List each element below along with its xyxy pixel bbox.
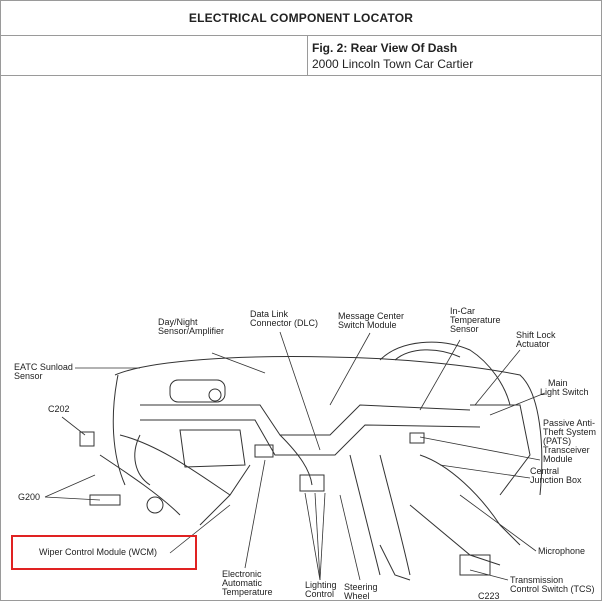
dash-top-outline bbox=[114, 356, 543, 496]
label-wcm: Wiper Control Module (WCM) bbox=[39, 547, 157, 557]
label-c202: C202 bbox=[48, 404, 70, 414]
lamp-socket bbox=[146, 496, 164, 514]
right-bracket bbox=[470, 404, 531, 496]
right-harness bbox=[419, 454, 521, 546]
label-cjb-1: Central bbox=[530, 466, 559, 476]
label-lighting-1: Lighting bbox=[305, 580, 337, 590]
label-steering-2: Wheel bbox=[344, 591, 370, 599]
figure-subtitle: 2000 Lincoln Town Car Cartier bbox=[312, 57, 474, 71]
leader-eatc bbox=[244, 459, 266, 569]
leader-lighting-a bbox=[304, 492, 321, 581]
label-pats-2: Theft System bbox=[543, 427, 596, 437]
leader-microphone bbox=[459, 494, 537, 552]
label-tcs-1: Transmission bbox=[510, 575, 563, 585]
air-duct bbox=[169, 379, 226, 403]
label-main-light-2: Light Switch bbox=[540, 387, 589, 397]
label-microphone: Microphone bbox=[538, 546, 585, 556]
dash-diagram-svg: EATC Sunload Sensor Day/Night Sensor/Amp… bbox=[14, 306, 596, 601]
label-message-center-1: Message Center bbox=[338, 311, 404, 321]
label-pats-5: Module bbox=[543, 454, 573, 464]
label-day-night-1: Day/Night bbox=[158, 317, 198, 327]
c223-lead bbox=[379, 544, 411, 581]
label-pats-4: Transceiver bbox=[543, 445, 590, 455]
leader-lighting-c bbox=[319, 492, 326, 581]
leader-main-light bbox=[489, 392, 546, 416]
harness-wcm bbox=[199, 464, 251, 526]
leader-c202 bbox=[61, 416, 86, 436]
label-eatc-2: Automatic bbox=[222, 578, 263, 588]
c202-connector bbox=[79, 431, 95, 447]
label-eatc-sunload-2: Sensor bbox=[14, 371, 43, 381]
dash-crossbar bbox=[140, 404, 471, 436]
leader-pats bbox=[419, 436, 541, 461]
leader-g200-b bbox=[44, 496, 101, 501]
label-lighting-2: Control bbox=[305, 589, 334, 599]
leader-dlc bbox=[279, 331, 321, 451]
label-shift-lock-2: Actuator bbox=[516, 339, 550, 349]
leader-steering bbox=[339, 494, 361, 581]
hood-inner bbox=[394, 349, 461, 361]
figure-title: Fig. 2: Rear View Of Dash bbox=[312, 41, 458, 55]
leader-g200-a bbox=[44, 474, 96, 498]
label-in-car-3: Sensor bbox=[450, 324, 479, 334]
label-c223: C223 bbox=[478, 591, 500, 599]
page-header: ELECTRICAL COMPONENT LOCATOR bbox=[1, 1, 601, 36]
tcs-switch bbox=[459, 554, 491, 576]
harness-left bbox=[119, 434, 231, 496]
leader-wcm bbox=[169, 504, 231, 554]
label-main-light-1: Main bbox=[548, 378, 568, 388]
label-pats-3: (PATS) bbox=[543, 436, 571, 446]
caption-empty-cell bbox=[1, 36, 308, 75]
label-g200: G200 bbox=[18, 492, 40, 502]
eatc-module bbox=[254, 444, 274, 458]
leader-day-night bbox=[211, 352, 266, 374]
label-eatc-3: Temperature bbox=[222, 587, 273, 597]
leader-in-car bbox=[419, 339, 461, 411]
wcm-highlight-box bbox=[11, 535, 197, 570]
instrument-hood bbox=[379, 341, 511, 406]
g200-ground bbox=[89, 494, 121, 506]
column-right bbox=[379, 454, 411, 576]
label-in-car-2: Temperature bbox=[450, 315, 501, 325]
left-bracket bbox=[134, 434, 151, 486]
figure-caption-row: Fig. 2: Rear View Of Dash 2000 Lincoln T… bbox=[1, 36, 601, 76]
label-message-center-2: Switch Module bbox=[338, 320, 397, 330]
leader-message-center bbox=[329, 332, 371, 406]
column-left bbox=[349, 454, 381, 576]
label-dlc-2: Connector (DLC) bbox=[250, 318, 318, 328]
leader-shift-lock bbox=[474, 349, 521, 406]
heater-box bbox=[179, 429, 246, 468]
header-title: ELECTRICAL COMPONENT LOCATOR bbox=[188, 11, 414, 25]
label-day-night-2: Sensor/Amplifier bbox=[158, 326, 224, 336]
lighting-control-box bbox=[299, 474, 325, 492]
label-eatc-1: Electronic bbox=[222, 569, 262, 579]
dash-diagram: EATC Sunload Sensor Day/Night Sensor/Amp… bbox=[0, 75, 600, 601]
leader-cjb bbox=[439, 464, 531, 479]
lower-harness bbox=[409, 504, 501, 566]
label-pats-1: Passive Anti- bbox=[543, 418, 595, 428]
label-steering-1: Steering bbox=[344, 582, 378, 592]
harness-g200 bbox=[99, 454, 181, 516]
duct-knob bbox=[208, 388, 222, 402]
dash-left-edge bbox=[112, 374, 126, 486]
dash-crossbar-lower bbox=[140, 419, 481, 456]
harness-center bbox=[279, 434, 313, 486]
label-eatc-sunload-1: EATC Sunload bbox=[14, 362, 73, 372]
label-in-car-1: In-Car bbox=[450, 306, 475, 316]
label-dlc-1: Data Link bbox=[250, 309, 289, 319]
leader-tcs bbox=[469, 569, 509, 581]
leader-lighting-b bbox=[314, 492, 321, 581]
label-tcs-2: Control Switch (TCS) bbox=[510, 584, 595, 594]
pats-module bbox=[409, 432, 425, 444]
label-shift-lock-1: Shift Lock bbox=[516, 330, 556, 340]
label-cjb-2: Junction Box bbox=[530, 475, 582, 485]
